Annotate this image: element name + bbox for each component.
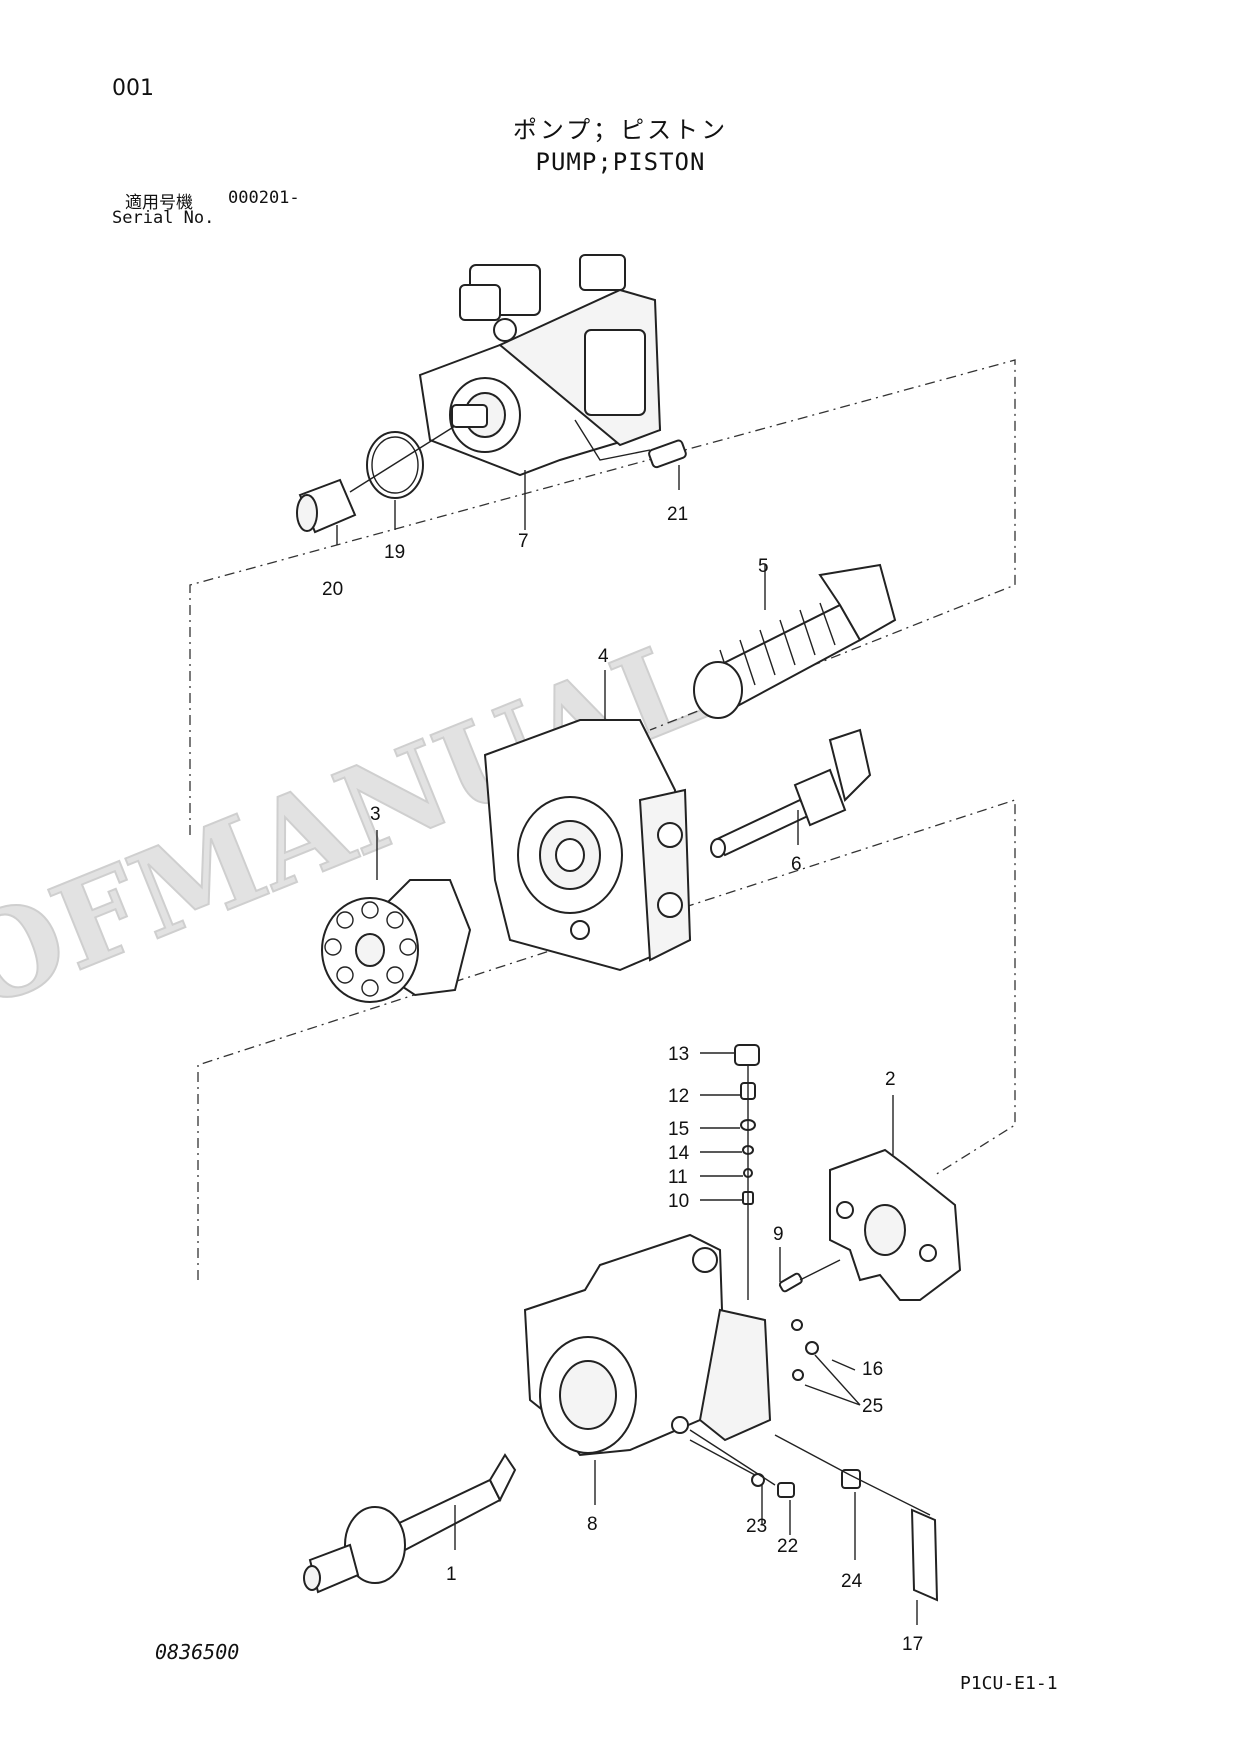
coupling-part-20 [296, 478, 357, 534]
drive-shaft-part-1 [303, 1453, 517, 1594]
page-reference: P1CU-E1-1 [960, 1673, 1058, 1694]
plug-part-13 [734, 1044, 760, 1066]
nameplate-part-17 [910, 1508, 939, 1602]
callout-9: 9 [773, 1224, 784, 1245]
serial-label-japanese: 適用号機 [125, 193, 193, 213]
pump-casing-part-8 [523, 1233, 772, 1457]
bolt-part-21 [648, 439, 687, 469]
callout-15: 15 [668, 1119, 689, 1140]
title-english: PUMP;PISTON [535, 148, 706, 176]
o-ring-part-19 [366, 431, 424, 499]
screw-part-9 [778, 1272, 803, 1293]
plug-part-16 [805, 1341, 819, 1355]
bracket-part-2 [829, 1148, 962, 1301]
title-japanese: ポンプ；ピストン [512, 116, 729, 144]
callout-12: 12 [668, 1086, 689, 1107]
callout-21: 21 [667, 504, 688, 525]
washer-part-23 [751, 1473, 765, 1487]
callout-10: 10 [668, 1191, 689, 1212]
page-number: 001 [112, 76, 154, 101]
plug-part-24 [841, 1469, 861, 1489]
cylinder-block-part-3 [321, 879, 472, 1003]
callout-11: 11 [668, 1167, 688, 1188]
lower-frame [197, 799, 1016, 1280]
callout-17: 17 [902, 1634, 923, 1655]
callout-2: 2 [885, 1069, 896, 1090]
callout-3: 3 [370, 804, 381, 825]
callout-7: 7 [518, 531, 529, 552]
upper-frame [189, 359, 1016, 835]
valve-block-part-4 [483, 719, 692, 972]
actuator-part-5 [693, 563, 897, 719]
serial-label-english: Serial No. [112, 208, 215, 228]
callout-24: 24 [841, 1571, 863, 1592]
document-code: 0836500 [155, 1640, 240, 1664]
callout-1: 1 [446, 1564, 457, 1585]
callout-19: 19 [384, 542, 405, 563]
callout-14: 14 [668, 1143, 690, 1164]
callout-22: 22 [777, 1536, 798, 1557]
callout-13: 13 [668, 1044, 689, 1065]
pump-assembly-part-7 [418, 254, 662, 477]
leader-lines [336, 465, 918, 1625]
callout-20: 20 [322, 579, 343, 600]
callout-8: 8 [587, 1514, 598, 1535]
callout-4: 4 [598, 646, 609, 667]
serial-value: 000201- [228, 188, 300, 208]
callout-25: 25 [862, 1396, 883, 1417]
plug-part-22 [777, 1482, 795, 1498]
plug-part-25 [791, 1319, 804, 1381]
callout-16: 16 [862, 1359, 883, 1380]
callout-5: 5 [758, 556, 769, 577]
callout-23: 23 [746, 1516, 767, 1537]
callout-6: 6 [791, 854, 802, 875]
shaft-part-6 [710, 728, 872, 858]
